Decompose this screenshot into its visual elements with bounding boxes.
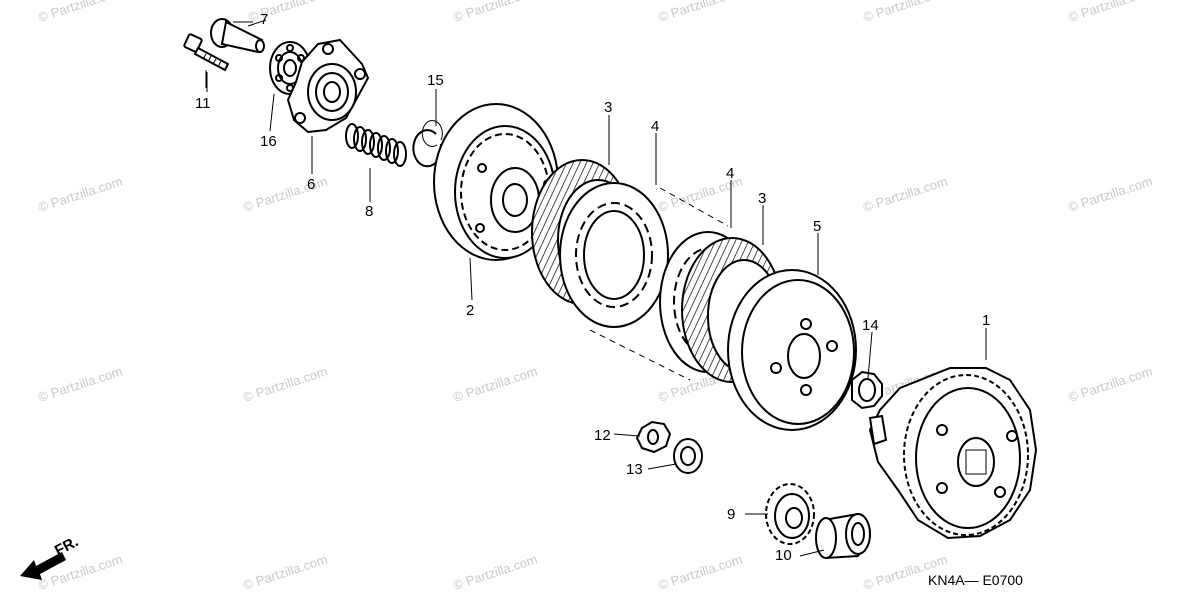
watermark: © Partzilla.com bbox=[1066, 0, 1154, 25]
part-14-lock-washer[interactable] bbox=[851, 370, 883, 410]
callout-16: 16 bbox=[260, 133, 277, 150]
callout-6: 6 bbox=[307, 176, 315, 193]
part-10-collar[interactable] bbox=[815, 512, 872, 560]
callout-labels: 1 2 3 4 4 3 5 6 7 8 9 10 11 12 13 14 15 … bbox=[195, 11, 990, 564]
callout-9: 9 bbox=[727, 506, 735, 523]
watermark: © Partzilla.com bbox=[241, 552, 329, 593]
part-8-spring[interactable] bbox=[345, 123, 407, 167]
watermark: © Partzilla.com bbox=[36, 552, 124, 593]
watermark: © Partzilla.com bbox=[1066, 174, 1154, 215]
part-2-drive-gear[interactable] bbox=[433, 103, 559, 261]
part-4-clutch-plate[interactable] bbox=[559, 182, 669, 328]
callout-15: 15 bbox=[427, 72, 444, 89]
callout-7: 7 bbox=[260, 11, 268, 28]
part-1-clutch-outer[interactable] bbox=[868, 367, 1038, 540]
diagram-code: KN4A— E0700 bbox=[928, 572, 1023, 588]
callout-14: 14 bbox=[862, 317, 879, 334]
watermark: © Partzilla.com bbox=[36, 0, 124, 25]
watermark: © Partzilla.com bbox=[36, 364, 124, 405]
part-12-nut[interactable] bbox=[635, 420, 672, 454]
callout-4: 4 bbox=[726, 165, 734, 182]
callout-10: 10 bbox=[775, 547, 792, 564]
leader-lines bbox=[206, 19, 987, 557]
callout-4: 4 bbox=[651, 118, 659, 135]
watermark: © Partzilla.com bbox=[861, 174, 949, 215]
watermark: © Partzilla.com bbox=[36, 174, 124, 215]
watermark: © Partzilla.com bbox=[656, 0, 744, 25]
callout-5: 5 bbox=[813, 218, 821, 235]
watermark: © Partzilla.com bbox=[241, 174, 329, 215]
watermark: © Partzilla.com bbox=[451, 0, 539, 25]
callout-1: 1 bbox=[982, 312, 990, 329]
watermark: © Partzilla.com bbox=[451, 364, 539, 405]
watermark: © Partzilla.com bbox=[241, 364, 329, 405]
callout-11: 11 bbox=[195, 95, 211, 112]
watermark: © Partzilla.com bbox=[656, 552, 744, 593]
watermark: © Partzilla.com bbox=[861, 0, 949, 25]
part-7-pin[interactable] bbox=[210, 18, 265, 54]
part-11-bolt[interactable] bbox=[183, 33, 230, 88]
part-9-primary-gear[interactable] bbox=[765, 483, 815, 545]
part-6-lifter-plate[interactable] bbox=[286, 38, 370, 134]
callout-3: 3 bbox=[758, 190, 766, 207]
callout-3: 3 bbox=[604, 99, 612, 116]
alignment-lines bbox=[589, 187, 729, 381]
part-5-clutch-center[interactable] bbox=[727, 269, 857, 431]
callout-2: 2 bbox=[466, 302, 474, 319]
watermark: © Partzilla.com bbox=[451, 552, 539, 593]
part-13-washer[interactable] bbox=[673, 438, 703, 474]
callout-8: 8 bbox=[365, 203, 373, 220]
watermark: © Partzilla.com bbox=[1066, 364, 1154, 405]
callout-12: 12 bbox=[594, 427, 611, 444]
callout-13: 13 bbox=[626, 461, 643, 478]
